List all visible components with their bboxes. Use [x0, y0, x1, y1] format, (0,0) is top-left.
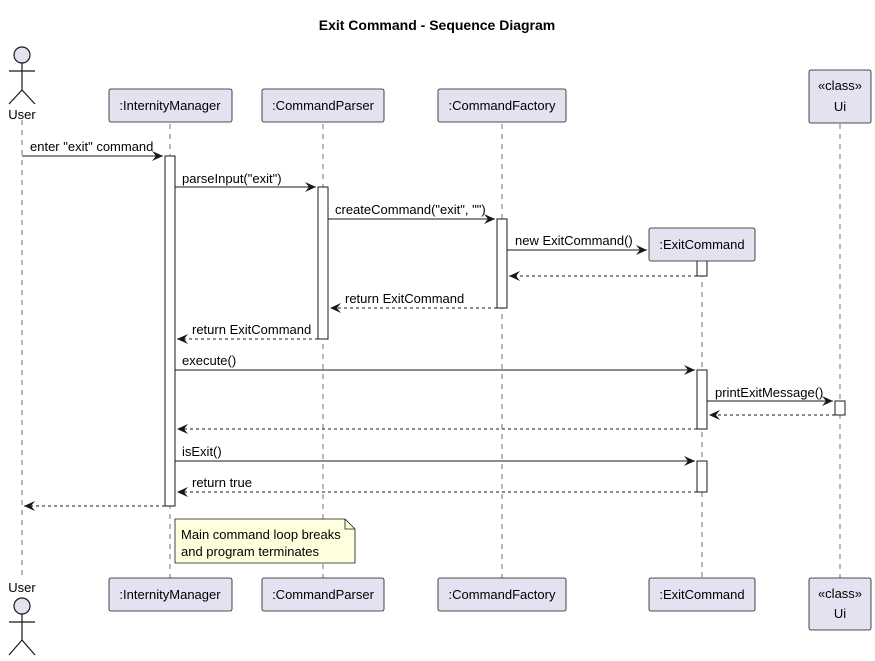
note: Main command loop breaks and program ter… [174, 518, 356, 564]
participant-command-factory-top: :CommandFactory [437, 88, 567, 123]
participant-label-user: User [8, 107, 36, 122]
participant-label-user-bottom: User [8, 580, 36, 595]
participant-internity-manager-bottom: :InternityManager [108, 577, 233, 612]
activations [164, 155, 846, 507]
participant-internity-manager-top: :InternityManager [108, 88, 233, 123]
actor-user-top: User [8, 46, 36, 122]
participants-bottom: User :InternityManager :CommandParser :C… [8, 577, 872, 656]
note-line-2: and program terminates [181, 544, 320, 559]
activation-ui [834, 400, 846, 416]
message-label: execute() [182, 353, 236, 368]
participant-label-ui: Ui [834, 99, 846, 114]
message-label: return ExitCommand [345, 291, 464, 306]
message-label: parseInput("exit") [182, 171, 282, 186]
participant-command-parser-top: :CommandParser [261, 88, 385, 123]
participant-label-internity-manager: :InternityManager [119, 98, 221, 113]
participant-label-internity-manager-bottom: :InternityManager [119, 587, 221, 602]
participant-stereotype-ui-bottom: «class» [818, 586, 862, 601]
participant-exit-command-created: :ExitCommand [648, 227, 756, 262]
message-label: return ExitCommand [192, 322, 311, 337]
activation-exit-command-execute [696, 369, 708, 430]
message-label: new ExitCommand() [515, 233, 633, 248]
message-label: createCommand("exit", "") [335, 202, 486, 217]
participant-ui-top: «class» Ui [808, 69, 872, 124]
participant-label-exit-command: :ExitCommand [659, 237, 744, 252]
participant-label-exit-command-bottom: :ExitCommand [659, 587, 744, 602]
participant-command-parser-bottom: :CommandParser [261, 577, 385, 612]
participant-stereotype-ui: «class» [818, 78, 862, 93]
participant-label-command-factory-bottom: :CommandFactory [449, 587, 556, 602]
diagram-title: Exit Command - Sequence Diagram [319, 17, 556, 33]
message-label: isExit() [182, 444, 222, 459]
activation-command-factory [496, 218, 508, 309]
participant-exit-command-bottom: :ExitCommand [648, 577, 756, 612]
lifelines [21, 120, 841, 580]
activation-exit-command-constructor [696, 259, 708, 277]
message-label: enter "exit" command [30, 139, 153, 154]
participant-label-command-factory: :CommandFactory [449, 98, 556, 113]
activation-command-parser [317, 186, 329, 340]
participants-top: User :InternityManager :CommandParser :C… [8, 46, 872, 124]
messages: enter "exit" command parseInput("exit") … [22, 139, 835, 511]
actor-stick-figure-icon [8, 597, 36, 656]
message-label: printExitMessage() [715, 385, 823, 400]
participant-label-ui-bottom: Ui [834, 606, 846, 621]
note-line-1: Main command loop breaks [181, 527, 341, 542]
participant-label-command-parser-bottom: :CommandParser [272, 587, 375, 602]
activation-exit-command-is-exit [696, 460, 708, 493]
participant-command-factory-bottom: :CommandFactory [437, 577, 567, 612]
participant-label-command-parser: :CommandParser [272, 98, 375, 113]
actor-user-bottom: User [8, 580, 36, 656]
activation-internity-manager [164, 155, 176, 507]
actor-stick-figure-icon [8, 46, 36, 105]
message-label: return true [192, 475, 252, 490]
participant-ui-bottom: «class» Ui [808, 577, 872, 631]
